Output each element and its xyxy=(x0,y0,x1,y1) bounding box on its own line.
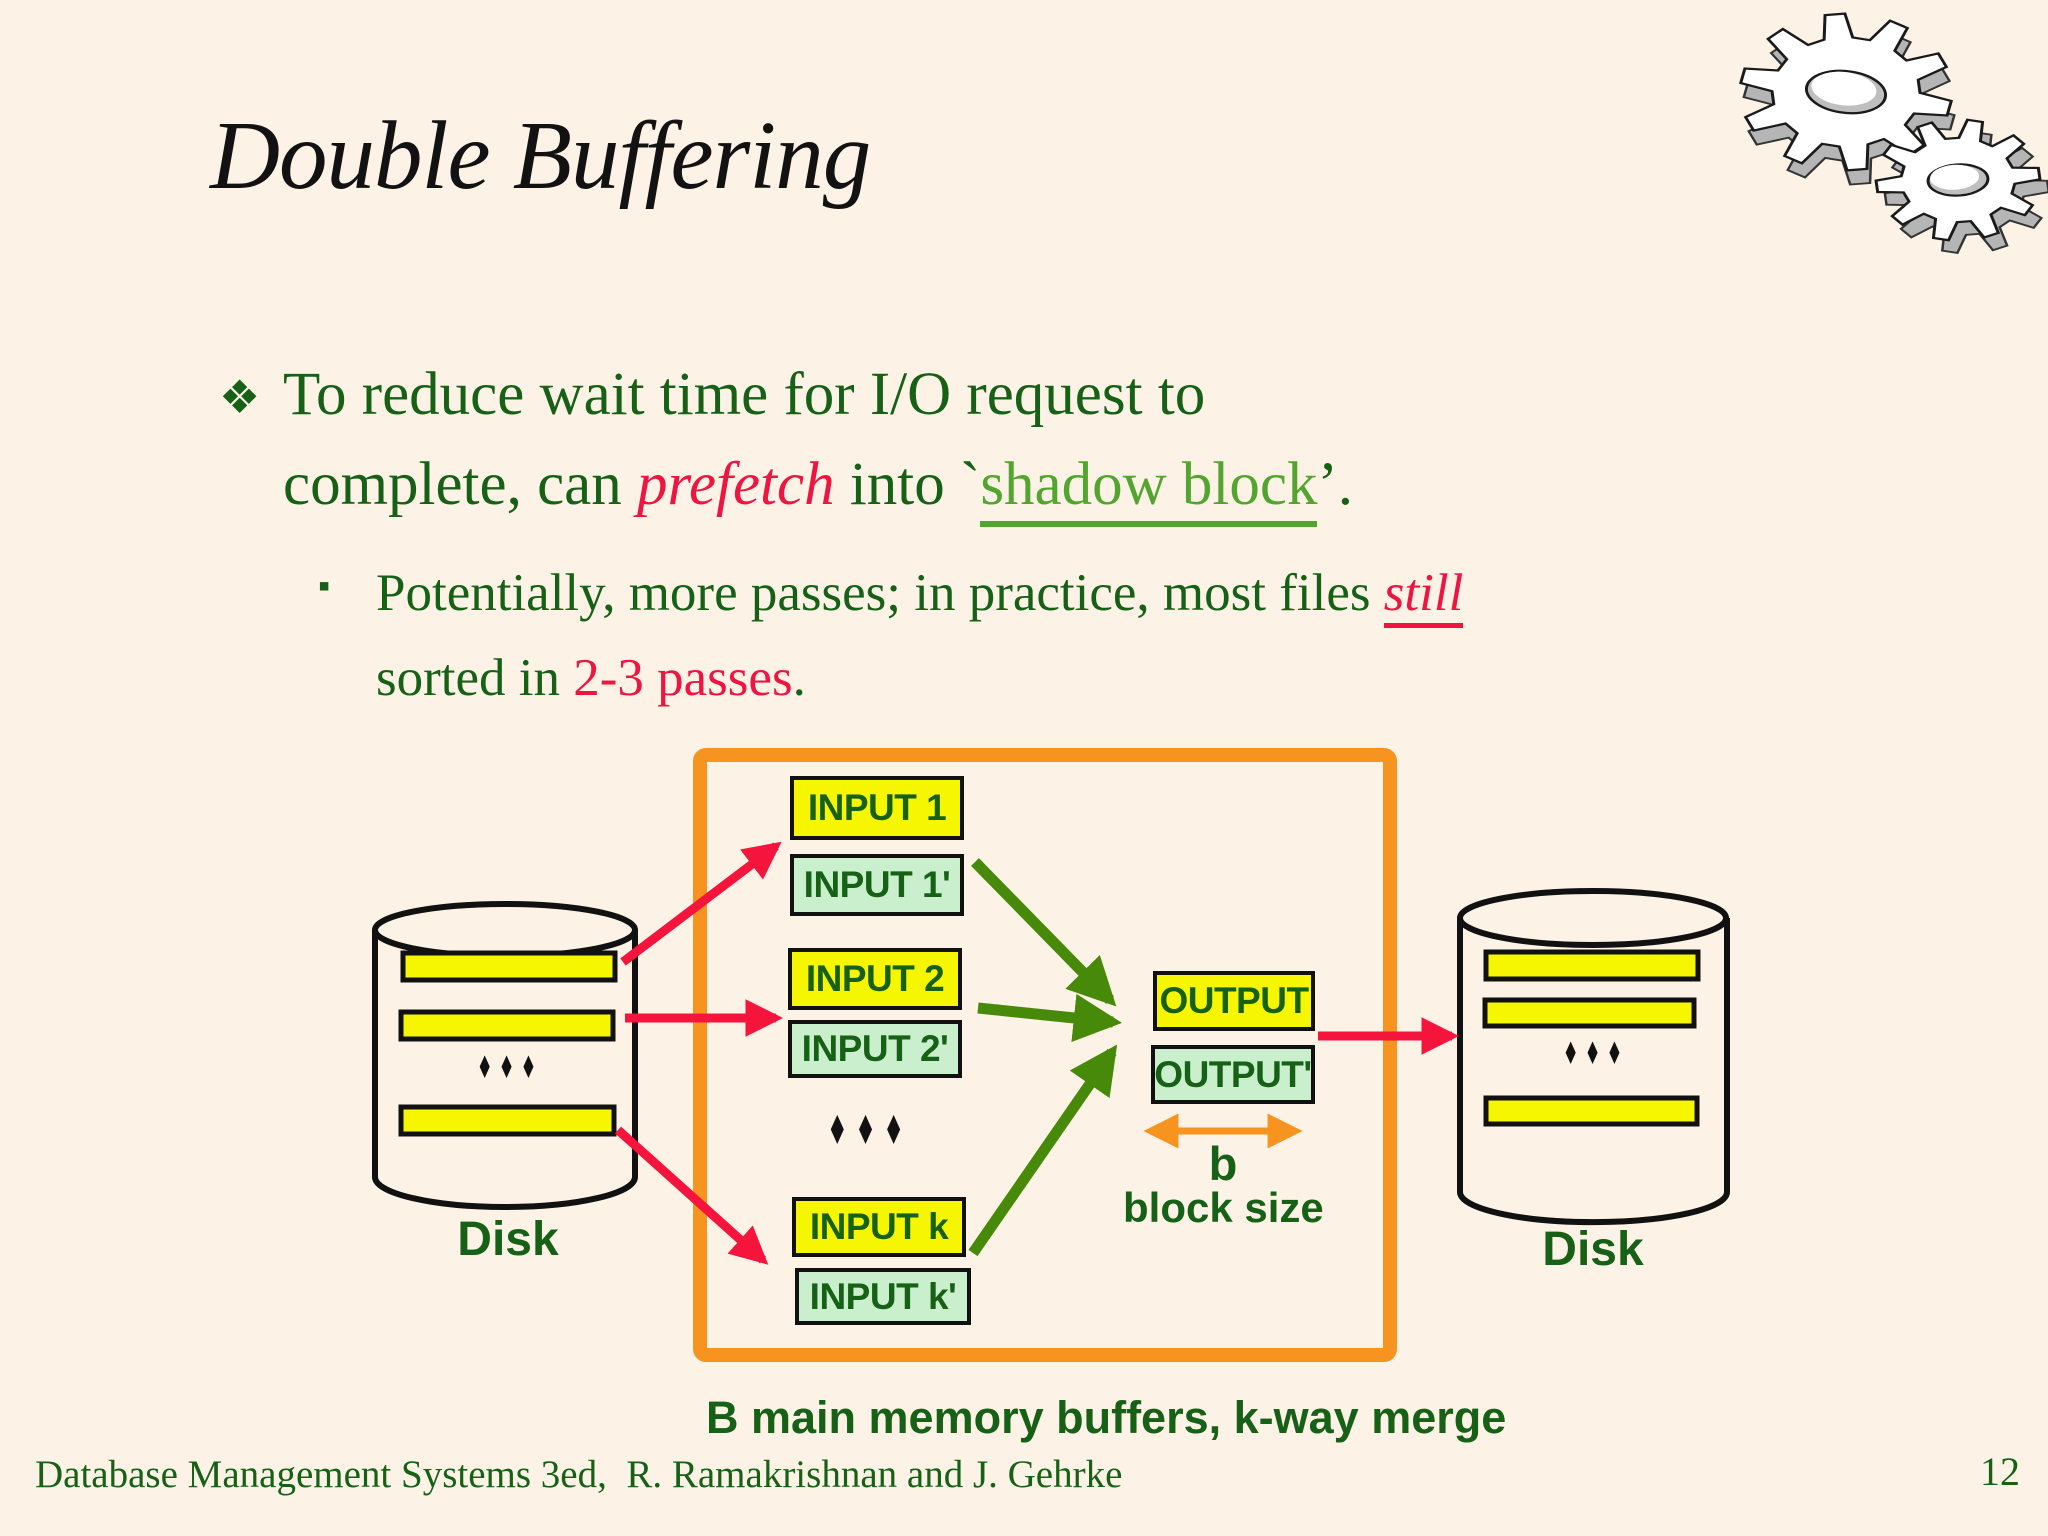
left-disk-ellipsis: ♦ ♦ ♦ xyxy=(438,1050,576,1086)
disk-read-arrows xyxy=(614,841,1460,1265)
left-disk-label: Disk xyxy=(457,1213,559,1266)
input-1-shadow-buffer: INPUT 1' xyxy=(790,854,964,916)
output-buffer: OUTPUT xyxy=(1153,971,1315,1031)
bullet-text: into xyxy=(834,451,960,518)
sub-bullet-icon: ▪ xyxy=(318,568,331,605)
input-1-buffer: INPUT 1 xyxy=(790,776,964,840)
sub-bullet-text: sorted in xyxy=(376,649,574,707)
shadow-block-emphasis: shadow block xyxy=(980,451,1318,527)
read-arrow-3 xyxy=(614,1126,769,1265)
passes-emphasis: 2-3 passes xyxy=(573,649,793,707)
gears-icon xyxy=(1738,12,2048,255)
bullet-line-1: To reduce wait time for I/O request to xyxy=(283,360,1205,430)
page-title: Double Buffering xyxy=(210,102,871,209)
sub-bullet-line-2: sorted in 2-3 passes. xyxy=(376,648,806,708)
sub-bullet-period: . xyxy=(792,649,806,707)
diagram-caption: B main memory buffers, k-way merge xyxy=(706,1392,1507,1443)
input-k-shadow-buffer: INPUT k' xyxy=(795,1268,971,1325)
bullet-text: complete, can xyxy=(283,451,637,518)
right-disk-label: Disk xyxy=(1542,1223,1644,1276)
left-disk-icon xyxy=(372,901,638,1210)
memory-frame xyxy=(693,748,1397,1362)
still-emphasis: still xyxy=(1383,564,1464,628)
open-quote: ` xyxy=(959,451,981,518)
memory-ellipsis: ♦ ♦ ♦ xyxy=(794,1108,938,1154)
ellipsis-diamonds: ♦ ♦ ♦ xyxy=(477,1050,537,1086)
right-disk-icon xyxy=(1457,888,1730,1226)
block-size-label: block size xyxy=(1123,1184,1324,1231)
read-arrow-1 xyxy=(620,841,782,966)
page-number: 12 xyxy=(1980,1449,2020,1494)
bullet-icon: ❖ xyxy=(219,372,261,423)
bullet-line-2: complete, can prefetch into `shadow bloc… xyxy=(283,450,1354,527)
merge-arrow-3 xyxy=(968,1044,1118,1257)
input-2-shadow-buffer: INPUT 2' xyxy=(788,1020,962,1078)
input-k-buffer: INPUT k xyxy=(792,1197,966,1257)
ellipsis-diamonds: ♦ ♦ ♦ xyxy=(1563,1036,1623,1072)
merge-arrow-1 xyxy=(971,858,1117,1007)
ellipsis-diamonds: ♦ ♦ ♦ xyxy=(827,1108,905,1154)
merge-arrow-2 xyxy=(977,993,1123,1043)
bullet-text: To reduce wait time for I/O request to xyxy=(283,361,1206,428)
block-size-b-label: b xyxy=(1208,1137,1238,1190)
right-disk-ellipsis: ♦ ♦ ♦ xyxy=(1524,1036,1662,1072)
close-quote: ’. xyxy=(1317,451,1354,518)
sub-bullet-text: Potentially, more passes; in practice, m… xyxy=(376,564,1384,622)
footer-citation: Database Management Systems 3ed, R. Rama… xyxy=(35,1453,1123,1496)
prefetch-emphasis: prefetch xyxy=(636,451,835,518)
sub-bullet-line-1: Potentially, more passes; in practice, m… xyxy=(376,563,1464,628)
output-shadow-buffer: OUTPUT' xyxy=(1151,1045,1315,1104)
merge-arrows xyxy=(968,858,1123,1257)
input-2-buffer: INPUT 2 xyxy=(788,948,962,1010)
